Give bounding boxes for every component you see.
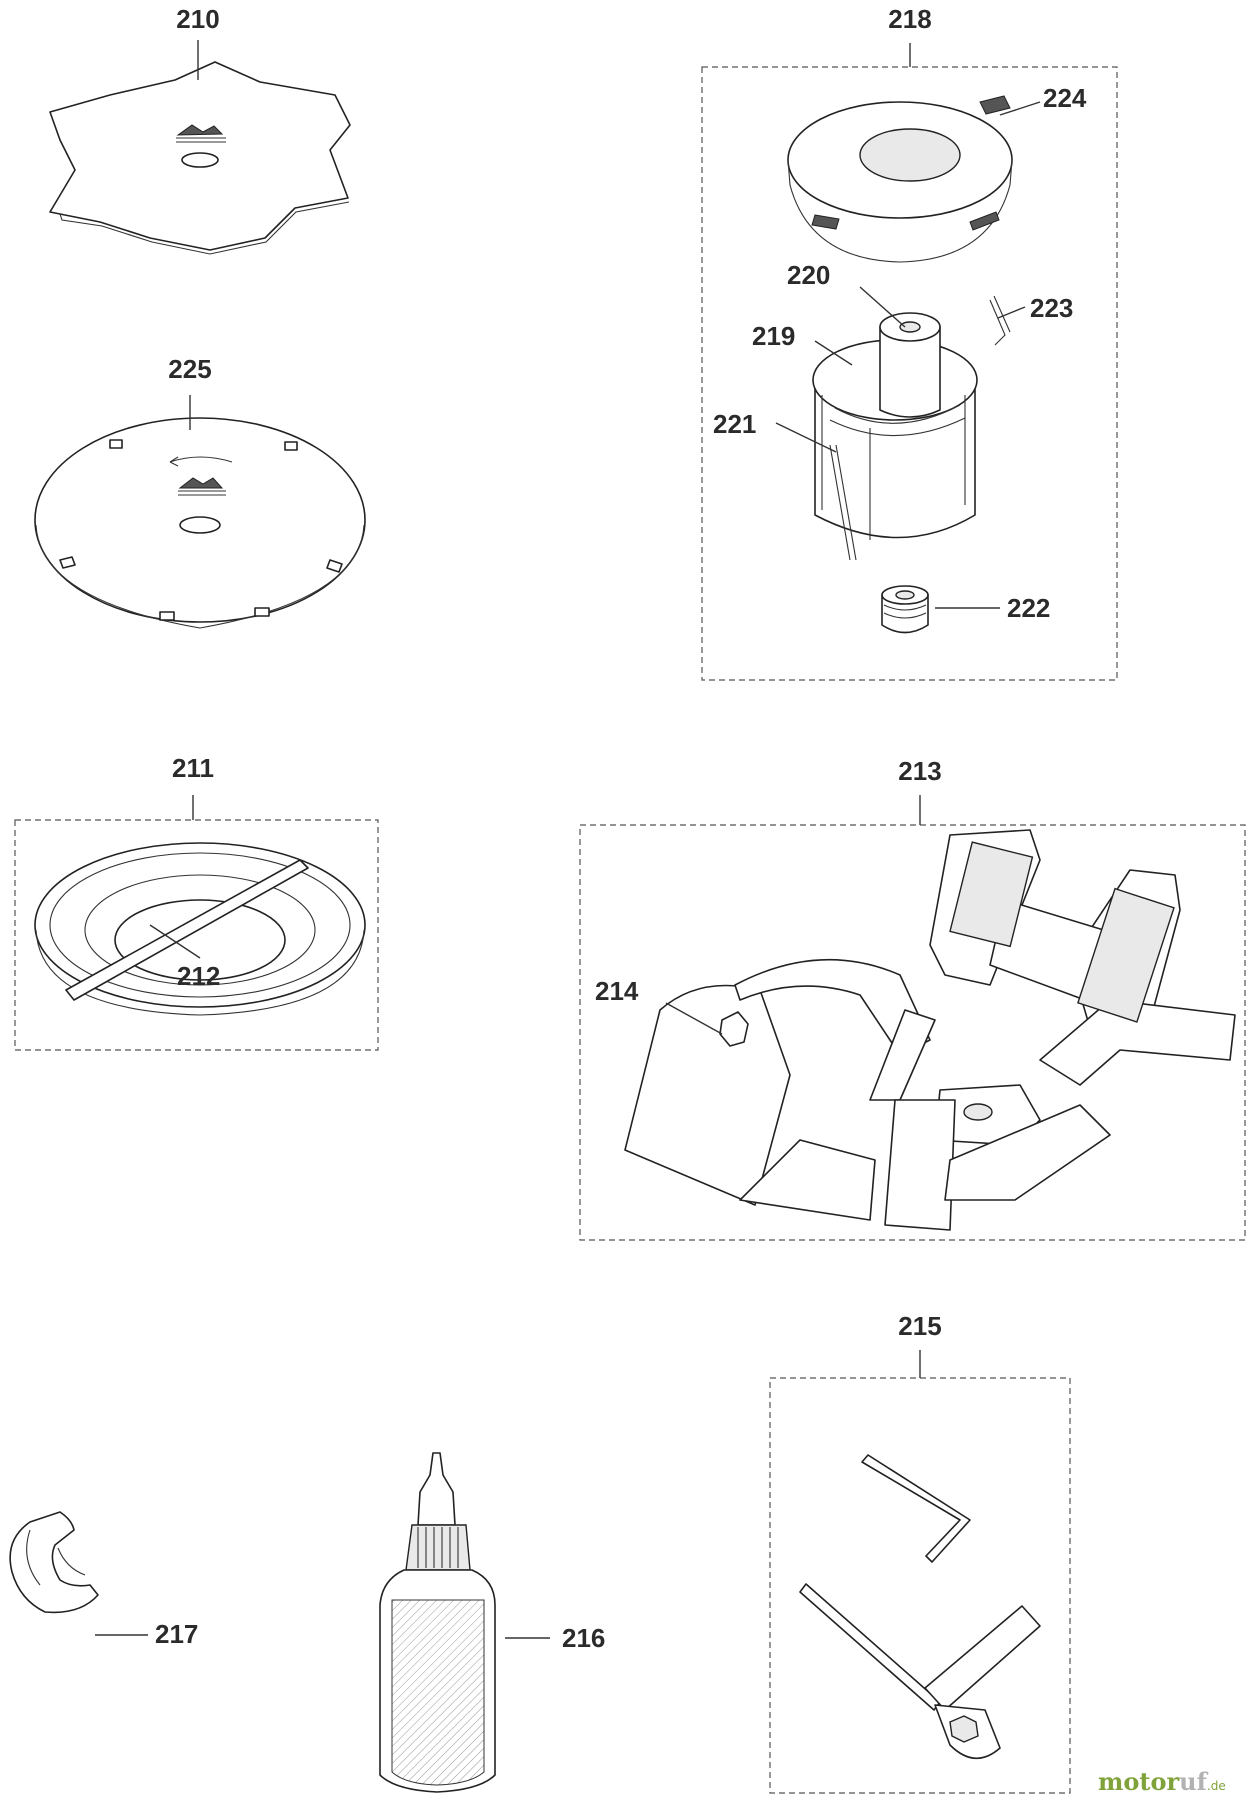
- callout-221: 221: [713, 409, 756, 439]
- group-box-213: [579, 824, 1246, 1241]
- callout-225: 225: [168, 354, 211, 384]
- watermark-suffix: .de: [1207, 1779, 1226, 1793]
- callout-223: 223: [1030, 293, 1073, 323]
- callout-222: 222: [1007, 593, 1050, 623]
- watermark-part-a: motor: [1098, 1767, 1179, 1796]
- shoulder-harness: [624, 829, 1236, 1231]
- oil-bottle: [379, 1452, 496, 1793]
- callout-219: 219: [752, 321, 795, 351]
- trimmer-head-cover: [787, 95, 1013, 263]
- blade-circular: [34, 417, 366, 629]
- callouts: 210 218 224 220 223 219 221 222 225 211 …: [155, 4, 1087, 1653]
- callout-211: 211: [172, 753, 214, 783]
- callout-210: 210: [176, 4, 219, 34]
- spool-nut: [881, 585, 929, 634]
- group-box-218: [701, 66, 1118, 681]
- watermark-logo: motoruf.de: [1098, 1767, 1226, 1796]
- blade-four-tooth: [49, 61, 351, 255]
- leader-lines: [95, 40, 1041, 1639]
- spark-plug-wrench: [799, 1583, 1041, 1760]
- callout-216: 216: [562, 1623, 605, 1653]
- line-clip: [9, 1511, 99, 1614]
- watermark-part-b: uf: [1179, 1767, 1208, 1796]
- group-box-215: [769, 1377, 1071, 1794]
- hex-key: [861, 1454, 971, 1563]
- callout-214: 214: [595, 976, 639, 1006]
- callout-212: 212: [177, 961, 220, 991]
- callout-224: 224: [1043, 83, 1087, 113]
- callout-218: 218: [888, 4, 931, 34]
- callout-215: 215: [898, 1311, 941, 1341]
- callout-220: 220: [787, 260, 830, 290]
- guard-disc: [34, 842, 366, 1016]
- callout-217: 217: [155, 1619, 198, 1649]
- group-box-211: [14, 819, 379, 1051]
- trimmer-spool: [812, 295, 1011, 561]
- callout-213: 213: [898, 756, 941, 786]
- svg-text:motoruf.de: motoruf.de: [1098, 1767, 1226, 1796]
